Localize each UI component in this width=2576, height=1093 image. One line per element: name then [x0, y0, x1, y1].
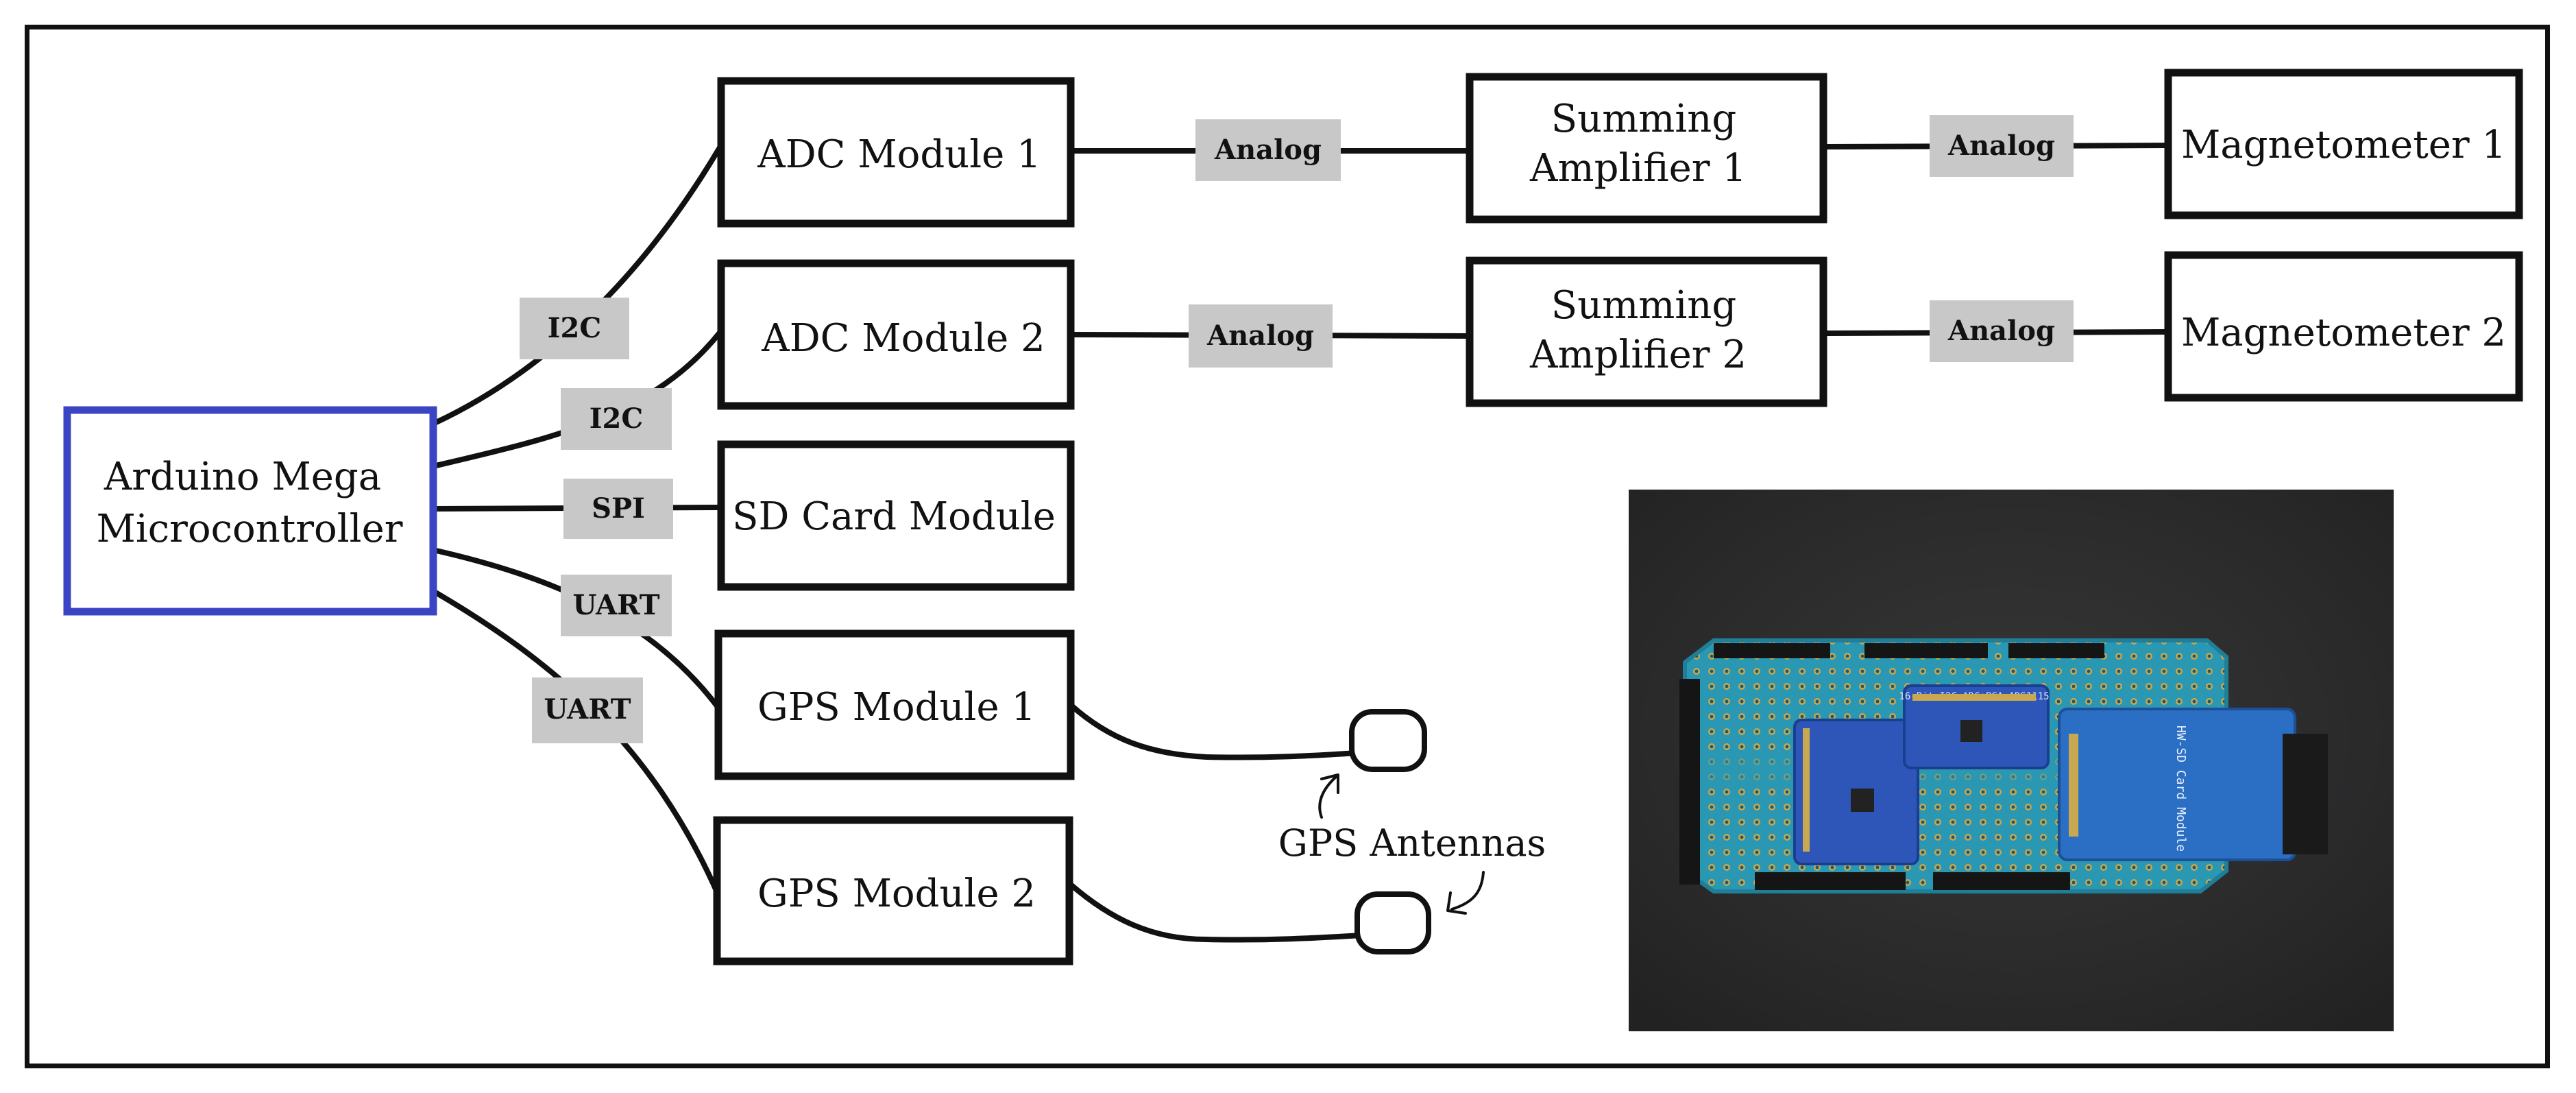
- tag-adc1-amp1: Analog: [1195, 119, 1341, 181]
- tag-mcu-gps2: UART: [532, 677, 643, 743]
- node-gps-module-1: GPS Module 1: [714, 629, 1075, 780]
- tag-label: SPI: [592, 492, 645, 525]
- header-top-3: [2008, 643, 2104, 658]
- tag-label: Analog: [1947, 315, 2055, 347]
- node-label: ADC Module 1: [757, 132, 1041, 177]
- node-adc-module-2: ADC Module 2: [717, 259, 1075, 410]
- node-sd-card-module: SD Card Module: [717, 440, 1075, 591]
- adc-chip-1: [1851, 789, 1874, 812]
- header-bottom-2: [1933, 872, 2070, 890]
- node-label-line1: Summing: [1551, 97, 1736, 141]
- node-label: Magnetometer 1: [2181, 123, 2506, 167]
- arrow-to-antenna-2: [1450, 871, 1485, 911]
- tag-mcu-adc1: I2C: [520, 298, 629, 359]
- wire-gps1-antenna1: [1068, 702, 1360, 760]
- tag-adc2-amp2: Analog: [1189, 304, 1333, 368]
- hardware-photo: 16-Bit I2C ADC+PGA ADS1115 HW-SD Card Mo…: [1629, 490, 2394, 1031]
- node-magnetometer-1: Magnetometer 1: [2164, 69, 2523, 219]
- gps-antennas-label: GPS Antennas: [1278, 821, 1546, 865]
- adc-pins: [1803, 694, 2036, 852]
- header-bottom-1: [1755, 872, 1906, 890]
- node-label: SD Card Module: [732, 494, 1056, 539]
- node-label-line2: Microcontroller: [97, 507, 403, 551]
- adc-chip-2: [1960, 720, 1982, 742]
- node-magnetometer-2: Magnetometer 2: [2164, 251, 2523, 402]
- node-summing-amplifier-1: Summing Amplifier 1: [1466, 73, 1827, 224]
- sd-pins: [2069, 734, 2078, 837]
- node-gps-module-2: GPS Module 2: [713, 816, 1073, 965]
- arrow-head-2: [1446, 891, 1467, 915]
- arrow-to-antenna-1: [1318, 775, 1338, 819]
- node-label-line1: Summing: [1551, 283, 1736, 328]
- tag-label: Analog: [1206, 320, 1314, 352]
- node-label-line1: Arduino Mega: [104, 455, 381, 499]
- header-left: [1679, 679, 1700, 885]
- tag-label: Analog: [1947, 130, 2055, 162]
- tag-mcu-sd: SPI: [563, 479, 673, 539]
- gps-antennas: GPS Antennas: [1278, 709, 1546, 954]
- wire-gps2-antenna2: [1068, 882, 1363, 943]
- node-summing-amplifier-2: Summing Amplifier 2: [1466, 256, 1827, 407]
- tag-mcu-gps1: UART: [561, 575, 672, 636]
- wire-mcu-adc1: [430, 145, 722, 427]
- node-arduino-mega: Arduino Mega Microcontroller: [63, 406, 437, 616]
- tag-amp1-mag1: Analog: [1930, 115, 2074, 177]
- sd-card-slot: [2283, 734, 2328, 854]
- wire-mcu-gps2: [430, 588, 722, 901]
- node-label-line2: Amplifier 1: [1529, 146, 1747, 191]
- gps-antenna-2: [1354, 891, 1431, 954]
- node-label: ADC Module 2: [761, 316, 1045, 361]
- arrow-head-1: [1320, 773, 1339, 794]
- node-label: Magnetometer 2: [2181, 311, 2506, 355]
- tag-label: UART: [544, 693, 631, 725]
- header-top-2: [1864, 643, 1988, 658]
- tag-label: UART: [573, 589, 660, 621]
- node-label-line2: Amplifier 2: [1529, 333, 1747, 377]
- node-label: GPS Module 1: [757, 685, 1036, 730]
- sd-module-label: HW-SD Card Module: [2174, 725, 2188, 852]
- tag-label: Analog: [1214, 134, 1322, 166]
- tag-mcu-adc2: I2C: [561, 388, 672, 450]
- tag-label: I2C: [548, 312, 601, 344]
- node-label: GPS Module 2: [757, 872, 1036, 916]
- gps-antenna-1: [1349, 709, 1427, 772]
- diagram-frame: [25, 25, 2550, 1068]
- tag-label: I2C: [590, 403, 643, 435]
- header-top-1: [1714, 643, 1830, 658]
- node-adc-module-1: ADC Module 1: [717, 77, 1075, 228]
- tag-amp2-mag2: Analog: [1930, 300, 2074, 362]
